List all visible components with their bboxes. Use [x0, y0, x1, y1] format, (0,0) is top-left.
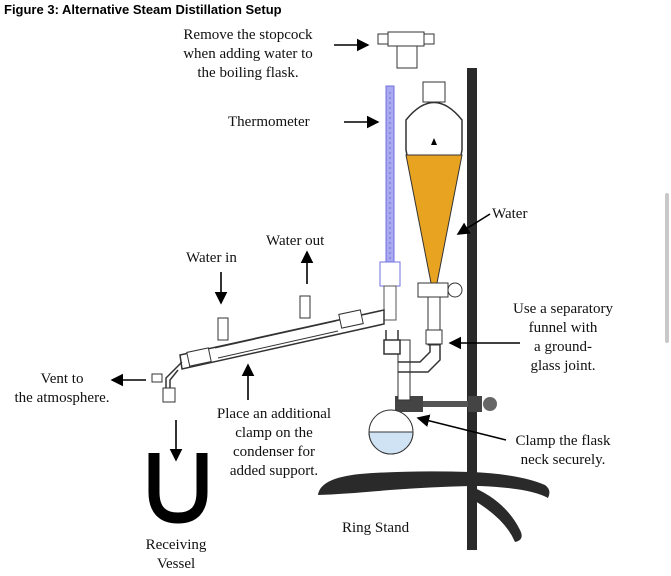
label-sep-funnel-line2: funnel with	[528, 320, 598, 336]
label-extra-clamp-line3: condenser for	[232, 444, 316, 460]
label-extra-clamp-line2: clamp on the	[235, 425, 313, 441]
boiling-flask	[368, 339, 414, 455]
label-ring-stand: Ring Stand	[342, 520, 410, 536]
label-sep-funnel-line3: a ground-	[534, 339, 592, 355]
label-receiving-line1: Receiving	[145, 537, 207, 553]
label-stopcock-line3: the boiling flask.	[197, 65, 299, 81]
label-vent-line1: Vent to	[40, 371, 84, 387]
flask-clamp	[395, 396, 497, 412]
label-stopcock-line2: when adding water to	[183, 46, 313, 62]
label-water-out: Water out	[266, 233, 325, 249]
label-water: Water	[492, 206, 528, 222]
pointer-arrows	[110, 38, 520, 462]
label-extra-clamp-line4: added support.	[229, 463, 319, 479]
label-clamp-flask-line2: neck securely.	[520, 452, 606, 468]
figure-title: Figure 3: Alternative Steam Distillation…	[4, 2, 282, 17]
label-extra-clamp-line1: Place an additional	[216, 406, 332, 422]
label-vent-line2: the atmosphere.	[14, 390, 110, 406]
label-sep-funnel-line1: Use a separatory	[513, 301, 613, 317]
label-receiving-line2: Vessel	[156, 556, 196, 572]
label-water-in: Water in	[186, 250, 237, 266]
separatory-funnel	[405, 81, 463, 346]
ring-stand	[318, 68, 550, 550]
label-thermometer: Thermometer	[228, 114, 310, 130]
stopcock-icon	[377, 31, 435, 69]
thermometer	[379, 85, 401, 321]
receiving-vessel	[148, 453, 208, 524]
label-stopcock-line1: Remove the stopcock	[183, 27, 313, 43]
scrollbar[interactable]	[665, 193, 669, 343]
label-sep-funnel-line4: glass joint.	[530, 358, 596, 374]
label-clamp-flask-line1: Clamp the flask	[515, 433, 611, 449]
condenser	[151, 295, 385, 403]
